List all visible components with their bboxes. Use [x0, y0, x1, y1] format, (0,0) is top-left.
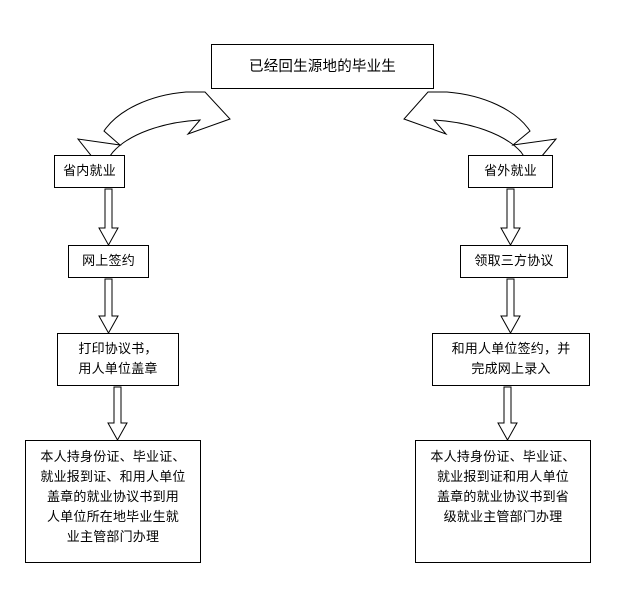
node-local-authority-procedure: 本人持身份证、毕业证、 就业报到证、和用人单位 盖章的就业协议书到用 人单位所在… — [25, 440, 201, 563]
node-in-province-employment: 省内就业 — [54, 155, 125, 188]
node-label: 本人持身份证、毕业证、 就业报到证、和用人单位 盖章的就业协议书到用 人单位所在… — [40, 450, 186, 545]
node-label: 领取三方协议 — [474, 253, 554, 269]
arrow-left-1 — [98, 188, 119, 247]
node-provincial-authority-procedure: 本人持身份证、毕业证、 就业报到证和用人单位 盖章的就业协议书到省 级就业主管部… — [415, 440, 591, 563]
node-label: 打印协议书， 用人单位盖章 — [78, 341, 158, 377]
node-label: 省内就业 — [63, 163, 116, 179]
node-print-agreement-stamp: 打印协议书， 用人单位盖章 — [57, 333, 179, 386]
arrow-left-2 — [98, 278, 119, 335]
node-collect-tripartite-agreement: 领取三方协议 — [460, 245, 568, 278]
node-title: 已经回生源地的毕业生 — [211, 44, 434, 89]
arrow-left-3 — [107, 386, 128, 442]
arrow-right-3 — [497, 386, 518, 442]
node-online-signing: 网上签约 — [68, 245, 149, 278]
node-label: 和用人单位签约，并 完成网上录入 — [451, 341, 571, 377]
arrow-right-2 — [500, 278, 521, 335]
arrow-right-1 — [500, 188, 521, 247]
node-label: 网上签约 — [82, 253, 135, 269]
node-out-of-province-employment: 省外就业 — [468, 155, 553, 188]
node-label: 省外就业 — [484, 163, 537, 179]
node-title-label: 已经回生源地的毕业生 — [249, 58, 396, 75]
node-sign-and-online-entry: 和用人单位签约，并 完成网上录入 — [432, 333, 590, 386]
node-label: 本人持身份证、毕业证、 就业报到证和用人单位 盖章的就业协议书到省 级就业主管部… — [430, 450, 576, 525]
